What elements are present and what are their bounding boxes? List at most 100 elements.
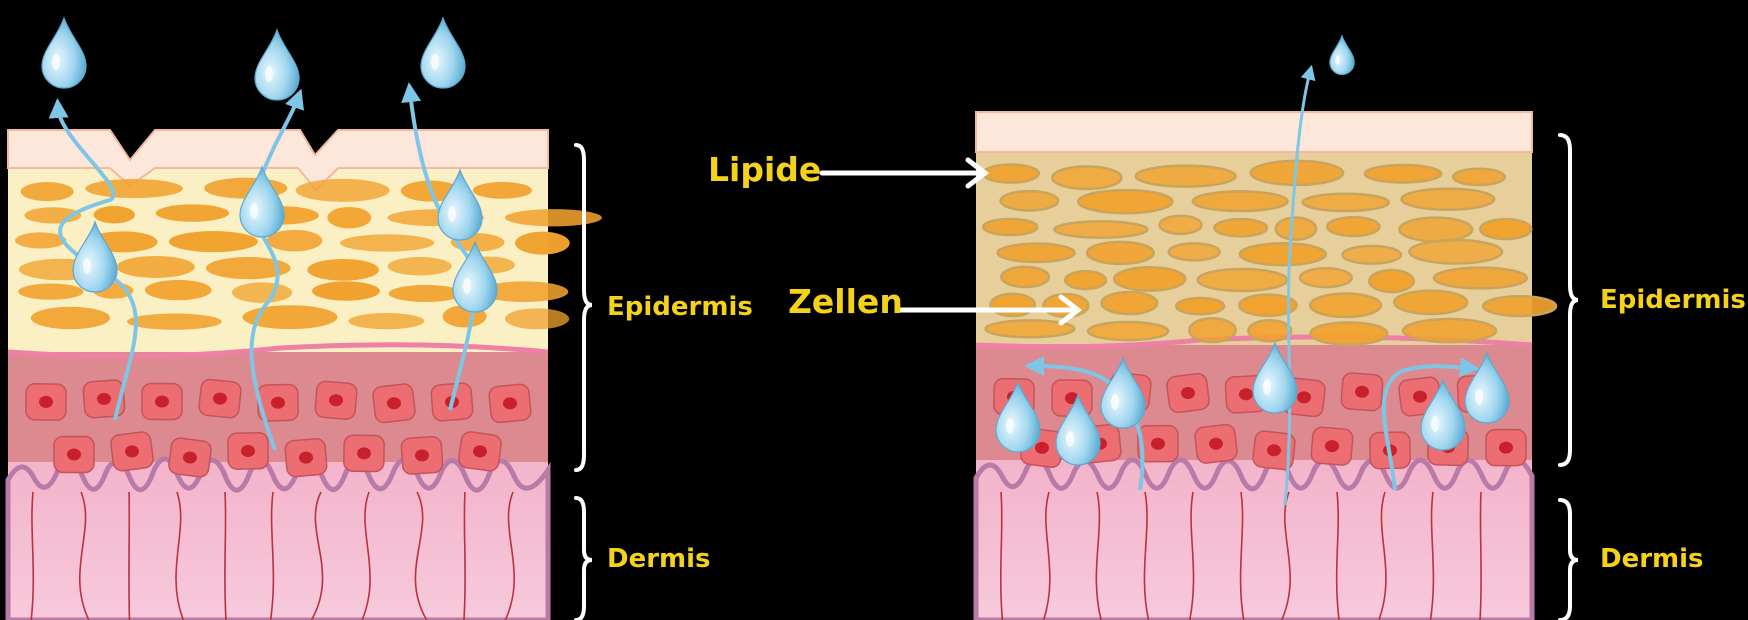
corneocyte — [117, 256, 195, 278]
corneocyte — [1310, 322, 1387, 344]
cell-nucleus — [67, 448, 81, 460]
left-dermis-label: Dermis — [607, 544, 711, 574]
water-drop-icon — [255, 30, 299, 100]
corneocyte — [1480, 219, 1531, 239]
epidermal-cell — [198, 379, 242, 419]
cell-nucleus — [1151, 438, 1165, 450]
corneocyte — [340, 234, 434, 251]
cell-nucleus — [1239, 388, 1253, 400]
corneocyte — [169, 231, 258, 252]
corneocyte — [296, 179, 390, 202]
cell-nucleus — [1181, 387, 1195, 399]
corneocyte — [31, 307, 110, 329]
corneocyte — [388, 257, 452, 275]
cell-nucleus — [329, 394, 343, 406]
corneocyte — [1369, 270, 1414, 292]
corneocyte — [1240, 243, 1326, 265]
blood-vessel — [225, 492, 226, 620]
cell-nucleus — [1267, 444, 1281, 456]
water-drop-icon — [421, 18, 465, 88]
cell-nucleus — [125, 445, 139, 457]
corneocyte — [1160, 216, 1202, 234]
cell-nucleus — [1355, 386, 1369, 398]
epidermal-cell — [54, 436, 94, 472]
corneocyte — [18, 283, 83, 299]
corneocyte — [1001, 191, 1059, 210]
corneocyte — [1193, 191, 1288, 211]
cell-nucleus — [473, 445, 487, 457]
right-dermis-label: Dermis — [1600, 544, 1704, 574]
corneocyte — [983, 164, 1039, 182]
corneocyte — [1214, 219, 1267, 236]
cell-nucleus — [503, 397, 517, 409]
epidermal-cell — [1311, 427, 1354, 466]
corneocyte — [21, 182, 74, 201]
corneocyte — [1136, 166, 1236, 187]
corneocyte — [1087, 242, 1154, 264]
corneocyte — [1399, 218, 1472, 242]
cell-nucleus — [1297, 391, 1311, 403]
water-drop-icon — [1330, 36, 1354, 75]
corneocyte — [1276, 218, 1316, 240]
epidermal-cell — [285, 438, 328, 477]
cell-nucleus — [271, 397, 285, 409]
epidermal-cell — [401, 436, 443, 474]
corneocyte — [1300, 268, 1352, 287]
left-epidermis-label: Epidermis — [607, 292, 753, 322]
epidermal-cell — [1166, 373, 1210, 414]
curly-brace-icon — [576, 498, 592, 620]
corneocyte — [505, 308, 569, 329]
corneocyte — [1403, 319, 1496, 342]
corneocyte — [505, 209, 602, 226]
epidermal-cell — [315, 381, 358, 420]
corneocyte — [1169, 243, 1220, 260]
corneocyte — [1176, 298, 1224, 314]
corneocyte — [1365, 165, 1441, 182]
corneocyte — [1327, 217, 1379, 236]
corneocyte — [232, 282, 292, 303]
corneocyte — [389, 285, 463, 302]
zellen-label: Zellen — [788, 282, 903, 321]
cell-nucleus — [213, 393, 227, 405]
cell-nucleus — [1325, 440, 1339, 452]
epidermal-cell — [1194, 424, 1238, 464]
corneocyte — [991, 294, 1035, 316]
corneocyte — [1303, 194, 1389, 211]
epidermal-cell — [168, 437, 212, 478]
corneocyte — [515, 232, 570, 255]
corneocyte — [1001, 267, 1049, 287]
corneocyte — [1343, 246, 1401, 264]
cell-nucleus — [387, 397, 401, 409]
epidermal-cell — [372, 383, 416, 423]
epidermal-cell — [1341, 373, 1383, 412]
corneocyte — [1402, 189, 1495, 210]
corneocyte — [1114, 267, 1185, 290]
corneocyte — [1078, 190, 1172, 213]
corneocyte — [1088, 322, 1168, 340]
corneocyte — [1054, 221, 1147, 237]
corneocyte — [1394, 291, 1467, 314]
cell-nucleus — [183, 452, 197, 464]
corneocyte — [94, 206, 135, 223]
cell-nucleus — [415, 449, 429, 461]
cell-nucleus — [357, 447, 371, 459]
water-drop-icon — [42, 18, 86, 88]
corneocyte — [307, 259, 379, 281]
corneocyte — [312, 281, 380, 300]
epidermal-cell — [228, 433, 269, 470]
epidermal-cell — [1486, 430, 1526, 466]
epidermal-cell — [110, 431, 154, 472]
corneocyte — [473, 182, 532, 199]
blood-vessel — [1480, 492, 1481, 620]
blood-vessel — [129, 492, 130, 620]
curly-brace-icon — [1560, 135, 1578, 465]
corneocyte — [1102, 292, 1158, 314]
epidermal-cell — [142, 384, 182, 420]
epidermal-cell — [488, 384, 531, 424]
lipide-label: Lipide — [708, 150, 821, 189]
cell-nucleus — [155, 396, 169, 408]
corneocyte — [348, 313, 424, 329]
cell-nucleus — [97, 393, 111, 405]
lipide-arrow-icon — [822, 160, 985, 186]
corneocyte — [145, 280, 212, 300]
